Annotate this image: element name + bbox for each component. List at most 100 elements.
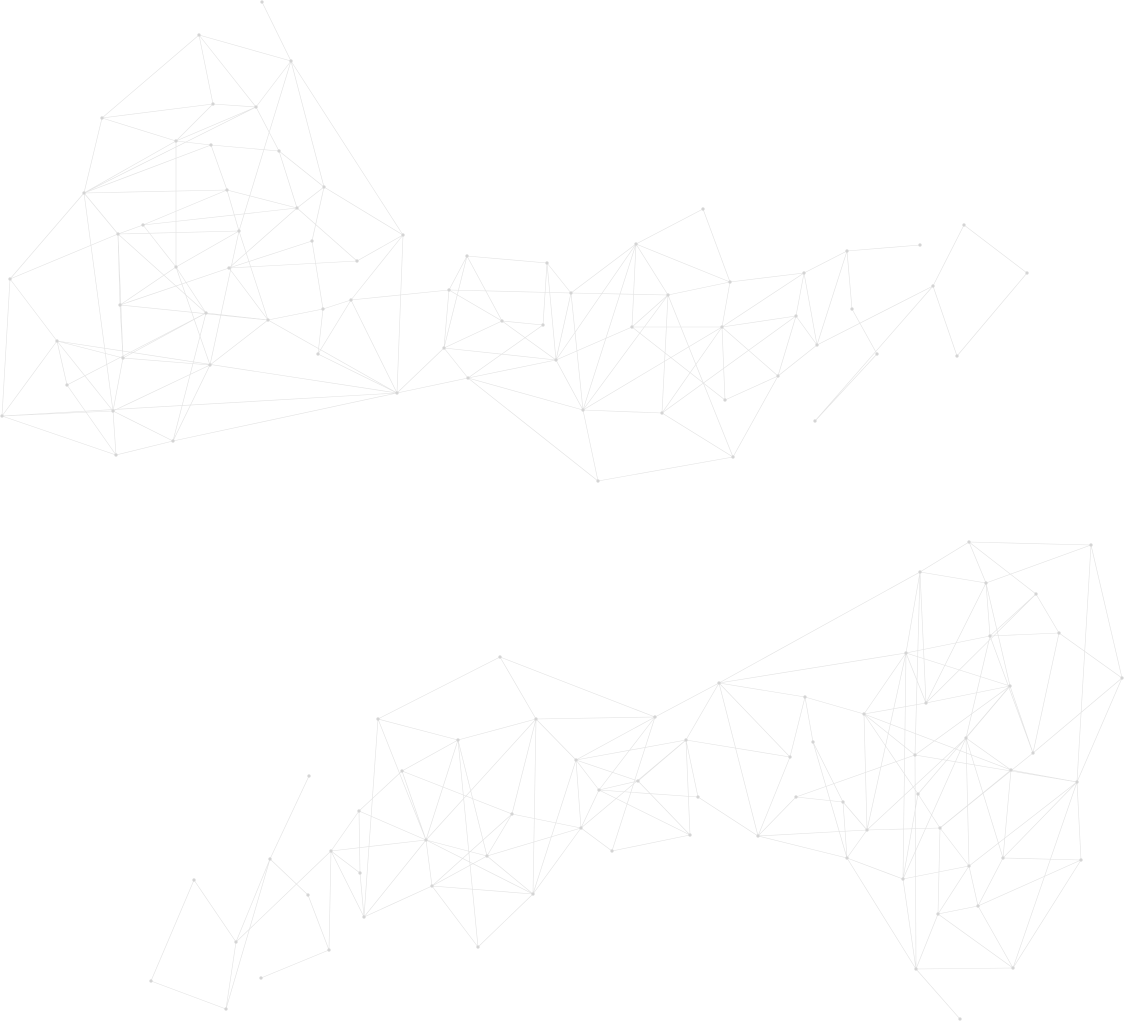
mesh-edge bbox=[598, 716, 656, 791]
mesh-node bbox=[174, 139, 178, 143]
mesh-edge bbox=[777, 344, 818, 377]
mesh-edge bbox=[56, 340, 68, 386]
mesh-node bbox=[541, 323, 545, 327]
mesh-node bbox=[610, 849, 614, 853]
mesh-edge bbox=[902, 737, 967, 880]
mesh-edge bbox=[212, 103, 257, 108]
mesh-edge bbox=[803, 250, 848, 274]
mesh-edge bbox=[937, 905, 979, 915]
mesh-node bbox=[688, 833, 692, 837]
mesh-node bbox=[310, 239, 314, 243]
mesh-edge bbox=[631, 243, 637, 328]
mesh-edge bbox=[1076, 781, 1082, 861]
mesh-edge bbox=[968, 865, 979, 907]
mesh-edge bbox=[635, 208, 704, 245]
mesh-edge bbox=[363, 718, 379, 918]
mesh-edge bbox=[635, 243, 669, 296]
mesh-edge bbox=[965, 737, 970, 867]
mesh-edge bbox=[431, 813, 513, 887]
mesh-edge bbox=[575, 739, 687, 761]
mesh-edge bbox=[356, 234, 404, 262]
mesh-edge bbox=[226, 189, 298, 209]
mesh-node bbox=[259, 976, 263, 980]
mesh-edge bbox=[396, 234, 404, 394]
mesh-edge bbox=[582, 243, 637, 411]
mesh-node bbox=[307, 774, 311, 778]
mesh-node bbox=[498, 655, 502, 659]
mesh-node bbox=[116, 232, 120, 236]
mesh-edge bbox=[56, 340, 124, 359]
mesh-edge bbox=[915, 967, 1014, 970]
mesh-edge bbox=[172, 364, 211, 442]
mesh-node bbox=[988, 634, 992, 638]
mesh-node bbox=[904, 651, 908, 655]
mesh-edge bbox=[795, 272, 805, 317]
mesh-node bbox=[955, 354, 959, 358]
mesh-edge bbox=[330, 839, 427, 852]
mesh-edge bbox=[396, 347, 445, 394]
mesh-edge bbox=[866, 737, 967, 831]
mesh-node bbox=[224, 1007, 228, 1011]
mesh-edge bbox=[535, 716, 656, 720]
mesh-edge bbox=[863, 713, 868, 831]
mesh-edge bbox=[968, 541, 987, 584]
mesh-edge bbox=[467, 377, 584, 411]
mesh-edge bbox=[425, 839, 488, 857]
mesh-edge bbox=[238, 230, 269, 321]
mesh-edge bbox=[902, 652, 907, 880]
mesh-edge bbox=[425, 718, 537, 841]
mesh-node bbox=[322, 185, 326, 189]
mesh-node bbox=[579, 826, 583, 830]
mesh-edge bbox=[260, 949, 330, 979]
mesh-node bbox=[0, 414, 4, 418]
mesh-edge bbox=[296, 207, 358, 262]
mesh-node bbox=[55, 339, 59, 343]
mesh-edge bbox=[816, 285, 934, 346]
mesh-edge bbox=[721, 281, 731, 328]
mesh-edge bbox=[1035, 593, 1060, 634]
mesh-edge bbox=[1058, 632, 1123, 679]
mesh-edge bbox=[317, 308, 324, 355]
mesh-edge bbox=[431, 855, 488, 887]
mesh-node bbox=[976, 904, 980, 908]
mesh-node bbox=[574, 758, 578, 762]
mesh-edge bbox=[457, 739, 479, 948]
mesh-edge bbox=[789, 696, 806, 758]
mesh-edge bbox=[225, 941, 237, 1010]
mesh-edge bbox=[112, 357, 124, 412]
mesh-edge bbox=[718, 682, 791, 758]
mesh-edge bbox=[866, 652, 907, 831]
mesh-edge bbox=[172, 392, 398, 442]
mesh-edge bbox=[532, 827, 582, 895]
mesh-edge bbox=[654, 682, 720, 718]
mesh-edge bbox=[989, 593, 1037, 637]
mesh-node bbox=[653, 715, 657, 719]
mesh-edge bbox=[575, 759, 600, 791]
mesh-edge bbox=[685, 739, 691, 836]
mesh-edge bbox=[119, 267, 230, 306]
mesh-edge bbox=[570, 292, 669, 296]
mesh-edge bbox=[311, 186, 325, 242]
mesh-node bbox=[776, 374, 780, 378]
mesh-edge bbox=[637, 739, 687, 782]
mesh-edge bbox=[9, 192, 85, 280]
mesh-edge bbox=[101, 117, 177, 142]
mesh-edge bbox=[225, 858, 271, 1010]
mesh-edge bbox=[358, 810, 361, 874]
mesh-edge bbox=[350, 299, 398, 394]
mesh-edge bbox=[570, 243, 637, 294]
mesh-node bbox=[569, 291, 573, 295]
mesh-edge bbox=[115, 440, 174, 456]
mesh-edge bbox=[902, 865, 970, 880]
mesh-edge bbox=[443, 347, 557, 361]
mesh-edge bbox=[235, 858, 271, 943]
mesh-edge bbox=[457, 718, 537, 741]
mesh-node bbox=[701, 207, 705, 211]
mesh-edge bbox=[795, 754, 916, 798]
mesh-node bbox=[476, 945, 480, 949]
mesh-edge bbox=[269, 775, 310, 860]
mesh-edge bbox=[499, 656, 537, 720]
mesh-node bbox=[696, 795, 700, 799]
mesh-edge bbox=[661, 326, 723, 414]
